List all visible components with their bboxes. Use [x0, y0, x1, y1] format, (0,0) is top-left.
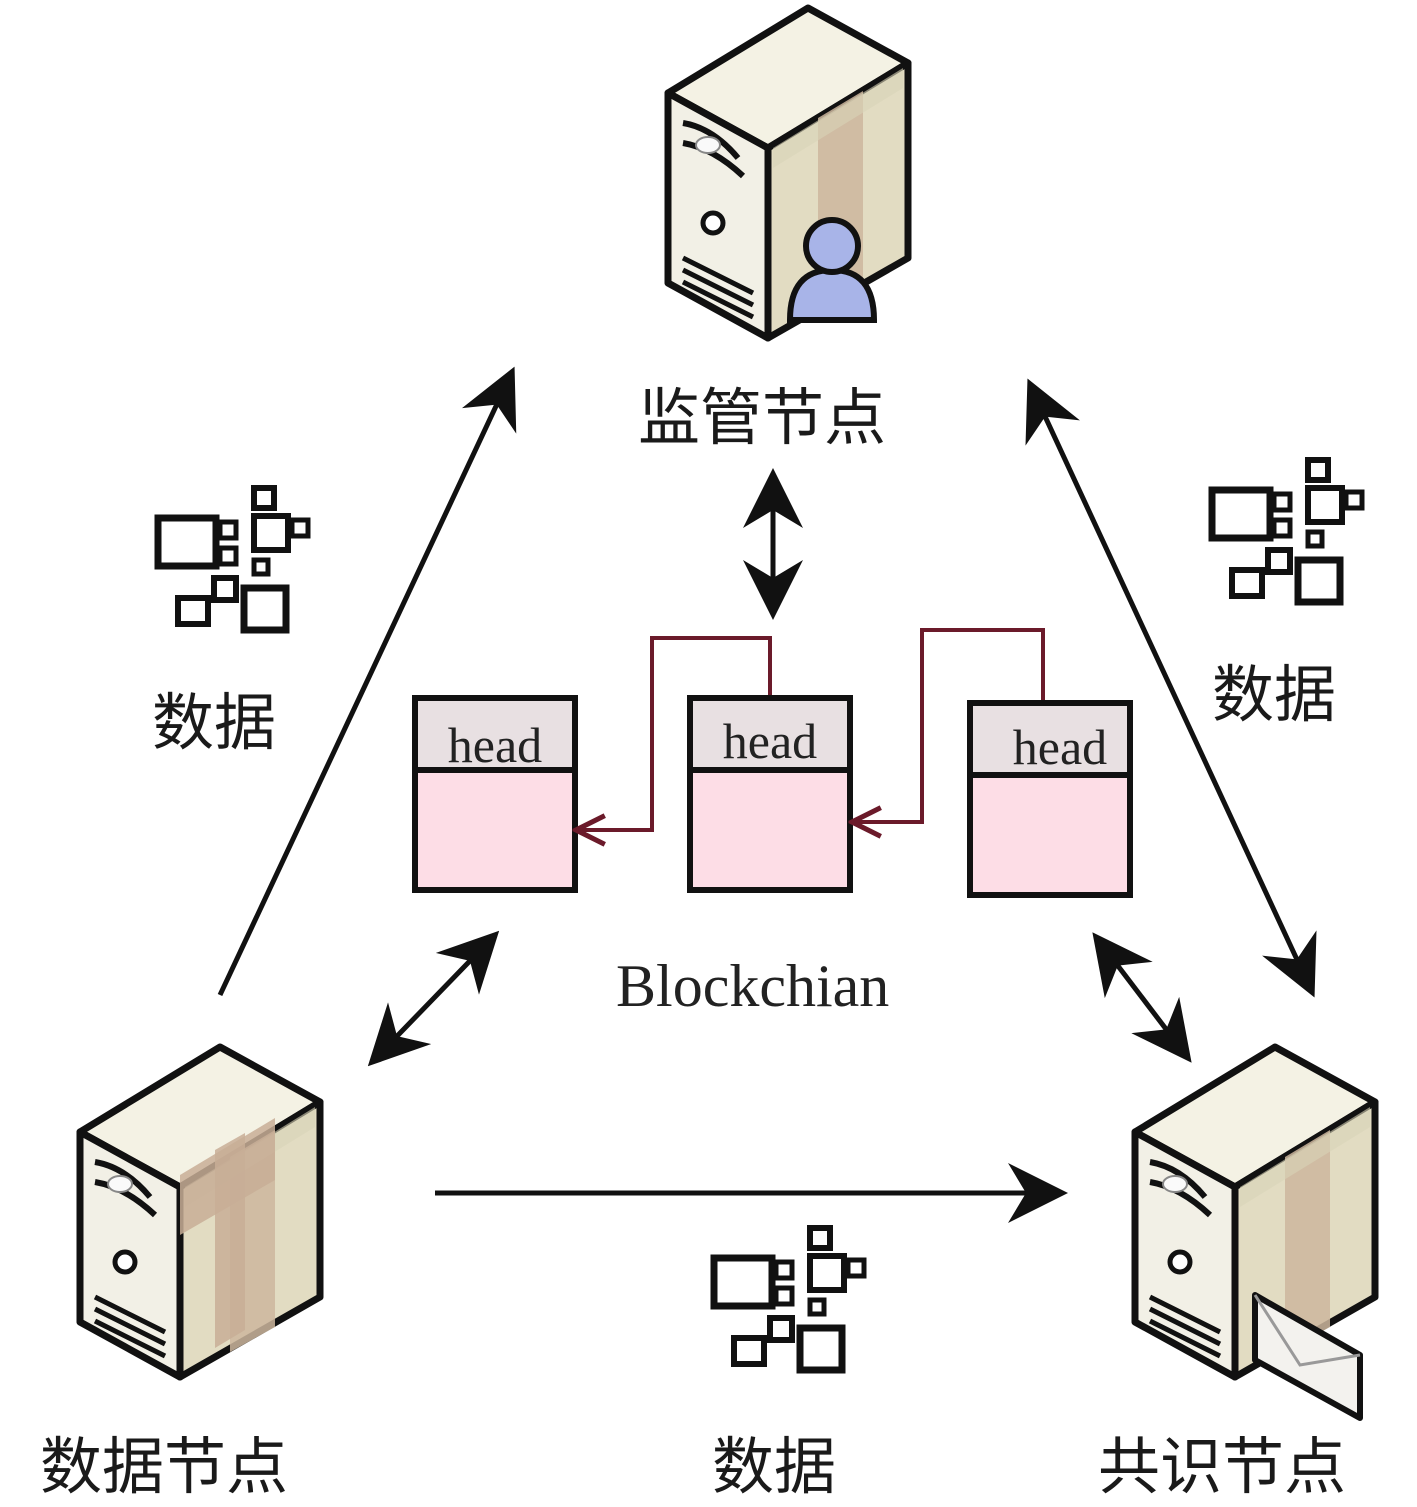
block-1: head — [412, 695, 578, 893]
hash-link-3-to-2 — [852, 628, 1045, 822]
block-3: head — [967, 700, 1133, 898]
arrow-supervisor-consensus — [1025, 378, 1317, 998]
supervisor-server-icon — [668, 8, 908, 338]
blockchain-label: Blockchian — [616, 953, 890, 1019]
arrow-data-to-supervisor — [217, 366, 517, 997]
hash-link-2-to-1 — [576, 636, 772, 830]
block-1-head: head — [448, 717, 542, 773]
block-2: head — [687, 695, 853, 893]
envelope-badge-icon — [1252, 1292, 1363, 1421]
data-label-left: 数据 — [152, 686, 277, 759]
data-label-right: 数据 — [1212, 658, 1337, 731]
data-blocks-icon-bottom — [714, 1228, 864, 1370]
block-2-head: head — [723, 713, 817, 769]
arrow-datanode-chain — [367, 930, 500, 1067]
consensus-node-label: 共识节点 — [1098, 1430, 1347, 1503]
data-blocks-icon-left — [158, 488, 308, 630]
block-3-head: head — [1013, 719, 1107, 775]
arrow-consensus-chain — [1092, 932, 1192, 1063]
data-blocks-icon-right — [1212, 460, 1362, 602]
data-node-accent — [180, 1118, 275, 1348]
data-label-bottom: 数据 — [712, 1430, 837, 1503]
supervisor-node-label: 监管节点 — [638, 381, 887, 454]
data-node-label: 数据节点 — [40, 1430, 289, 1503]
user-badge-icon — [786, 217, 878, 323]
